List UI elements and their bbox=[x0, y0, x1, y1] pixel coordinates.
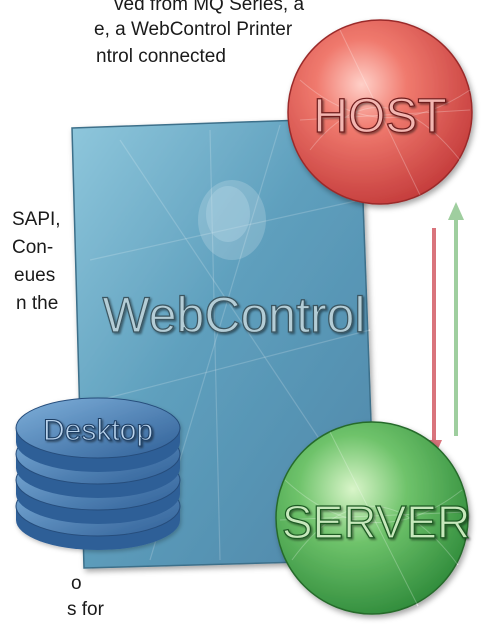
host-label: HOST bbox=[313, 90, 446, 143]
arrow-server-to-host bbox=[448, 202, 464, 436]
text-line-8: o bbox=[71, 573, 82, 594]
desktop-stack bbox=[15, 397, 181, 550]
desktop-label: Desktop bbox=[43, 414, 153, 447]
text-line-5: Con- bbox=[12, 237, 54, 258]
text-line-2: e, a WebControl Printer bbox=[94, 19, 293, 40]
text-line-7: n the bbox=[16, 293, 59, 314]
arrow-host-to-server bbox=[426, 228, 442, 458]
text-line-6: eues bbox=[14, 265, 56, 286]
server-label: SERVER bbox=[282, 496, 470, 548]
host-node bbox=[287, 19, 473, 205]
server-node bbox=[275, 421, 469, 615]
text-line-9: s for bbox=[67, 599, 104, 620]
text-line-4: SAPI, bbox=[12, 209, 61, 230]
text-line-1: ved from MQ Series, a bbox=[114, 0, 305, 15]
webcontrol-label: WebControl bbox=[102, 287, 365, 343]
text-line-3: ntrol connected bbox=[96, 46, 226, 67]
